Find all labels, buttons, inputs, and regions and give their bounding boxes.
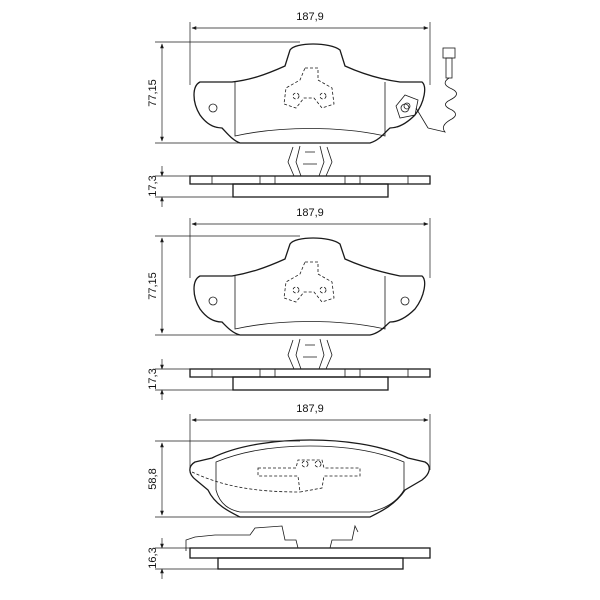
top-side-backing-plate [189,175,431,185]
top-clip-hole-right [319,92,327,100]
top-thickness-label: 17,3 [147,175,159,196]
top-pad-left-hole [208,103,218,113]
middle-clip-hole-right [319,286,327,294]
middle-thickness-label: 17,3 [147,368,159,389]
bottom-height-dimension: 58,8 [147,440,300,518]
middle-pad-side-view: 17,3 [147,338,431,400]
middle-height-dimension: 77,15 [147,235,300,336]
middle-pad-group: 187,9 77,15 [147,207,431,336]
middle-width-dimension: 187,9 [189,207,431,278]
bottom-thickness-dimension: 16,3 [147,538,218,579]
bottom-clip-hole-left [301,460,309,468]
middle-pad-friction-material [234,276,386,330]
top-width-dimension: 187,9 [189,11,431,85]
bottom-pad-group: 187,9 58,8 [147,403,431,518]
bottom-pad-backing-plate [189,439,430,518]
middle-pad-clip-outline [283,261,335,303]
bottom-width-label: 187,9 [296,403,324,415]
wear-sensor [395,47,457,133]
top-pad-friction-material [234,82,386,137]
top-side-friction [232,183,389,198]
middle-pad-backing-plate [193,237,426,336]
middle-side-friction [232,376,389,391]
bottom-side-friction [217,557,404,570]
middle-thickness-dimension: 17,3 [147,359,233,400]
middle-side-backing-plate [189,368,431,378]
bottom-side-spring [185,524,359,551]
top-width-label: 187,9 [296,11,324,23]
top-height-dimension: 77,15 [147,41,300,144]
top-side-clip [287,145,333,177]
middle-width-label: 187,9 [296,207,324,219]
bottom-side-backing-plate [189,547,431,559]
middle-height-label: 77,15 [147,272,159,300]
top-pad-clip-outline [283,67,335,109]
bottom-width-dimension: 187,9 [189,403,431,470]
bottom-pad-side-view: 16,3 [147,524,431,579]
bottom-clip-hole-right [314,460,322,468]
top-height-label: 77,15 [147,79,159,107]
middle-side-clip [287,338,333,370]
bottom-thickness-label: 16,3 [147,547,159,568]
top-pad-side-view: 17,3 [147,145,431,207]
bottom-pad-clip-outline [257,459,361,493]
bottom-pad-wire-path [191,471,301,493]
bottom-height-label: 58,8 [147,468,159,489]
top-clip-hole-left [292,92,300,100]
top-thickness-dimension: 17,3 [147,166,233,207]
middle-clip-hole-left [292,286,300,294]
middle-pad-left-hole [208,296,218,306]
top-pad-backing-plate [193,43,426,144]
middle-pad-right-hole [400,296,410,306]
top-pad-group: 187,9 77,15 [147,11,457,144]
bottom-pad-friction-material [215,445,405,513]
